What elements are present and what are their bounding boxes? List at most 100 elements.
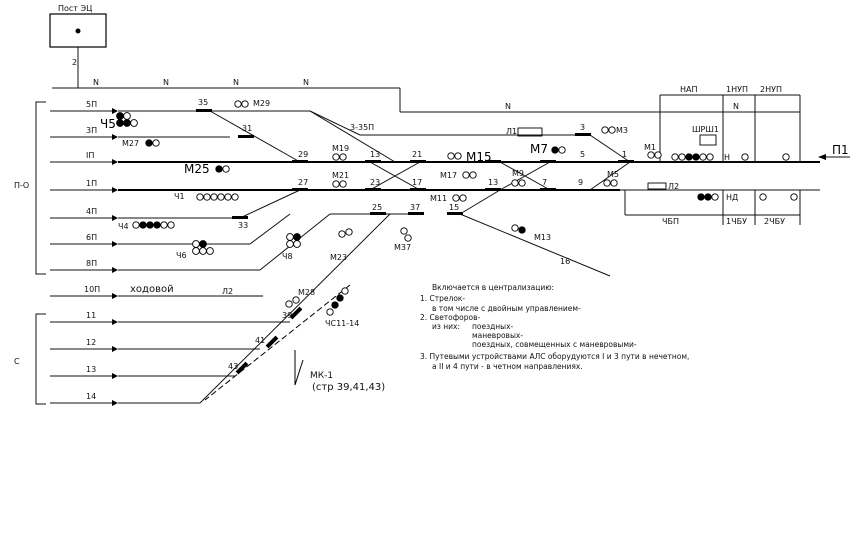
signal-label: М1 [644,143,656,152]
switch-number: 25 [372,203,382,212]
track-label: 3П [86,126,97,135]
notes: Включается в централизацию: 1. Стрелок- … [420,283,689,371]
mk-label: МК-1 [310,371,333,381]
note-line: из них: [432,322,460,331]
switch-number: 15 [449,203,459,212]
signal-label: Л1 [506,127,517,136]
switch-number: 13 [488,178,498,187]
switch-number: 13 [370,150,380,159]
n-mark: N [505,102,511,111]
note-line: в том числе с двойным управлением- [432,304,581,313]
switch-number: 33 [238,221,248,230]
switch-number: 3 [580,123,585,132]
signal-label: Ч4 [118,222,129,231]
note-line: а II и 4 пути - в четном направлениях. [432,362,583,371]
signal-label-chs: ЧС11-14 [325,319,359,328]
n-mark: N [733,102,739,111]
signal-label: Л2 [668,182,679,191]
track-label: 11 [86,311,96,320]
section-label: ШРШ1 [692,125,719,134]
signal-label: М9 [512,169,524,178]
post-ec: Пост ЭЦ 2 [49,4,107,88]
track-label: 5П [86,100,97,109]
switch-number: 41 [255,336,265,345]
section-label: ЧБП [662,217,679,226]
signal-label: М27 [122,139,139,148]
signal-label: М21 [332,171,349,180]
section-label: НАП [680,85,698,94]
signal-label: Н [724,153,730,162]
track-label: 6П [86,233,97,242]
track-stubs: 5П 3П IП 1П 4П 6П 8П 10П 11 12 13 14 [50,100,118,406]
park-label-s: С [14,357,20,366]
track-10-note: ходовой [130,284,174,295]
switch-number: 23 [370,178,380,187]
signal-label: М28 [298,288,315,297]
switch-numbers: 3 5 31 29 27 33 25 37 39 41 43 13 21 23 1… [198,98,627,371]
mk-marker: МК-1 (стр 39,41,43) [294,350,385,393]
signal-label-big: М7 [530,142,548,156]
track-label: 13 [86,365,96,374]
switch-number: 7 [542,178,547,187]
track-label: IП [86,151,94,160]
n-mark: N [303,78,309,87]
signal-label: М19 [332,144,349,153]
switch-number: 43 [228,362,238,371]
signal-label-p1: П1 [832,143,849,157]
note-line: 2. Светофоров- [420,313,481,322]
section-label: 3-35П [350,123,374,132]
note-line: поездных- [472,322,514,331]
note-line: поездных, совмещенных с маневровыми- [472,340,637,349]
signals: М29 Ч5 М27 М25 Ч1 Ч4 Ч6 Ч8 М19 М21 М15 М… [100,99,849,328]
note-line: 1. Стрелок- [420,294,465,303]
signal-label: М11 [430,194,447,203]
park-brackets: П-О С [14,101,46,405]
n-mark: N [163,78,169,87]
signal-label-big: М25 [184,162,210,176]
signal-label: НД [726,193,738,202]
signal-label: М23 [330,253,347,262]
post-cable-number: 2 [72,58,77,67]
section-labels: 3-35П НАП 1НУП 2НУП ЧБП 1ЧБУ 2ЧБУ ШРШ1 [350,85,785,226]
switch-number: 37 [410,203,420,212]
switch-number: 17 [412,178,422,187]
signal-label: Ч6 [176,251,187,260]
n-bus: N N N N N N [52,78,800,113]
signal-label: Л2 [222,287,233,296]
signal-label-big: Ч5 [100,117,116,131]
section-label: 2ЧБУ [764,217,785,226]
track-label: 8П [86,259,97,268]
note-line: маневровых- [472,331,523,340]
switch-number: 27 [298,178,308,187]
switch-number: 21 [412,150,422,159]
switch-number: 39 [282,311,292,320]
signal-label: Ч8 [282,252,293,261]
switch-number: 1 [622,150,627,159]
section-label: 1НУП [726,85,748,94]
section-label: 2НУП [760,85,782,94]
signal-label: Ч1 [174,192,185,201]
switch-number: 5 [580,150,585,159]
track-label: 14 [86,392,96,401]
mk-ref: (стр 39,41,43) [312,382,385,393]
signal-label: М37 [394,243,411,252]
n-mark: N [93,78,99,87]
notes-title: Включается в централизацию: [432,283,554,292]
track-label: 1П [86,179,97,188]
track-label: 4П [86,207,97,216]
signal-label: М5 [607,170,619,179]
signal-label: М3 [616,126,628,135]
switch-number: 29 [298,150,308,159]
track-label: 10П [84,285,100,294]
section-label: 1ЧБУ [726,217,747,226]
signal-label: М17 [440,171,457,180]
signal-label-big: М15 [466,150,492,164]
track-label: 12 [86,338,96,347]
note-line: 3. Путевыми устройствами АЛС оборудуются… [420,352,689,361]
switch-number: 9 [578,178,583,187]
post-title: Пост ЭЦ [58,4,92,13]
switch-marks [196,109,634,375]
switch-number: 31 [242,124,252,133]
signal-label: М13 [534,233,551,242]
